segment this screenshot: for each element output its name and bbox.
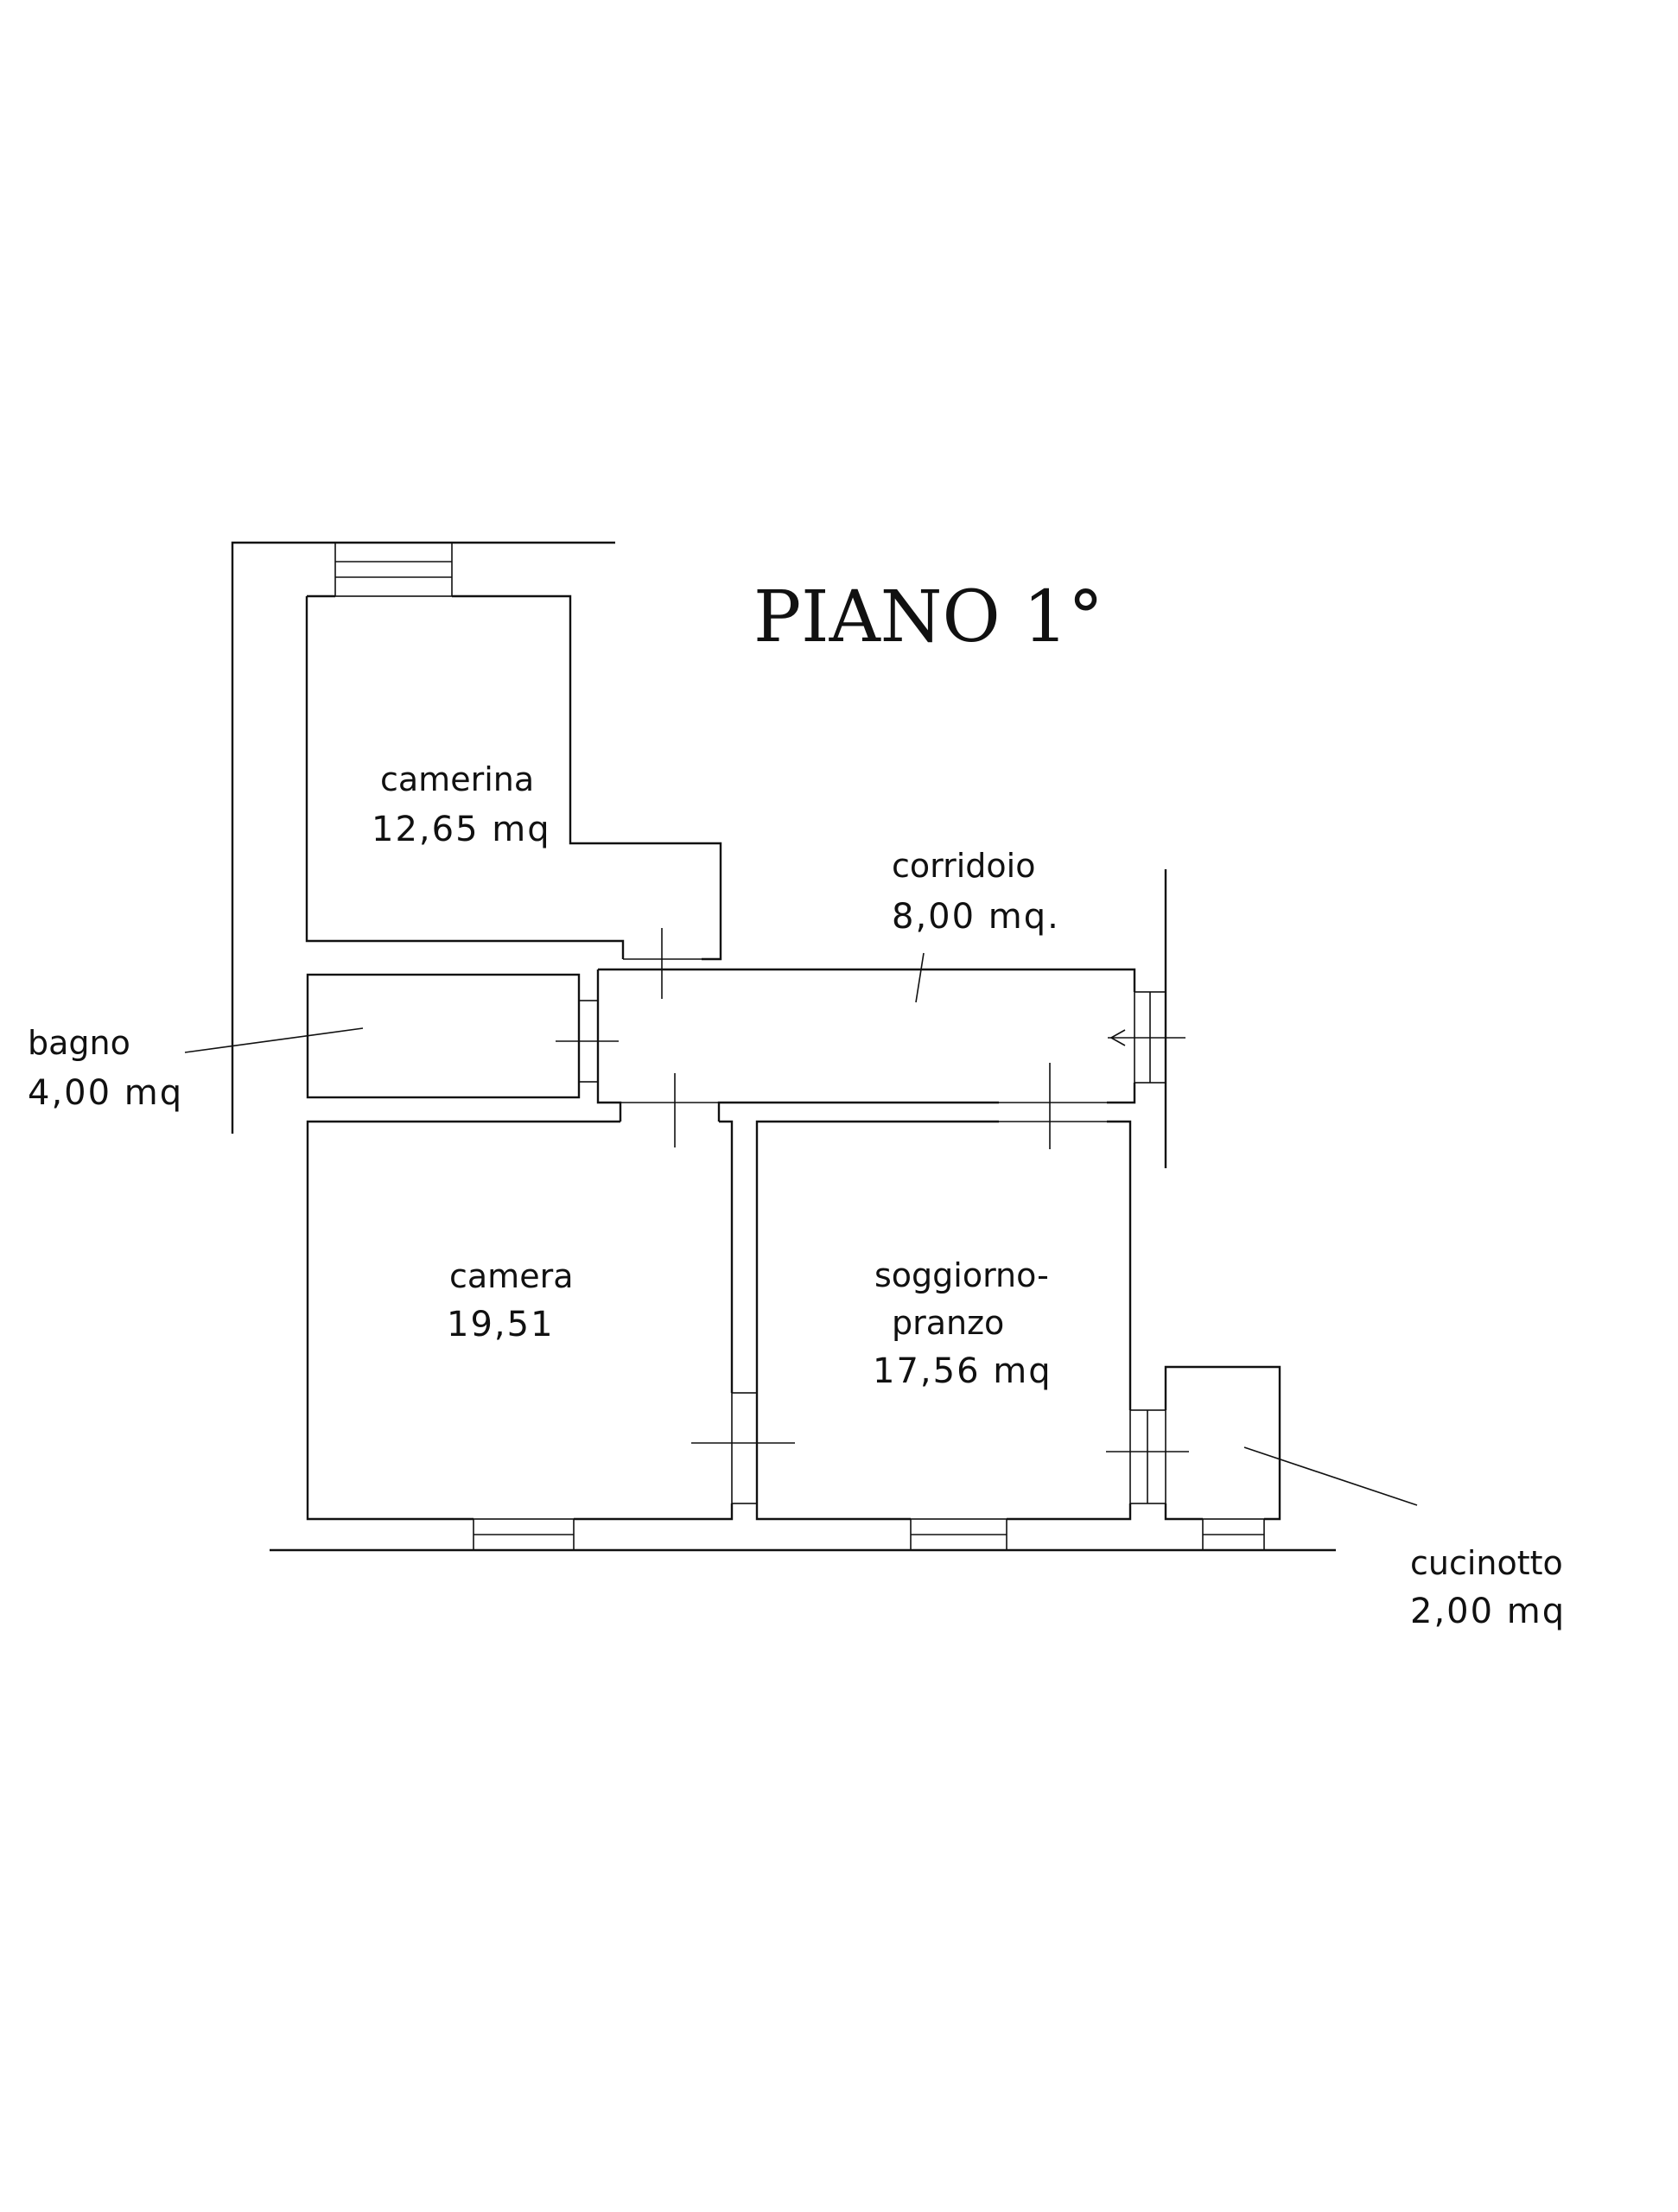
cucinotto-area: 2,00 mq	[1410, 1592, 1566, 1631]
corridoio-area: 8,00 mq.	[892, 897, 1060, 937]
door-bagno	[556, 1000, 619, 1083]
room-camera: camera 19,51	[306, 1073, 734, 1551]
camerina-area: 12,65 mq	[372, 810, 551, 849]
room-soggiorno-pranzo: soggiorno- pranzo 17,56 mq	[691, 1063, 1132, 1551]
plan-title: PIANO 1°	[753, 576, 1103, 658]
door-camera-soggiorno	[691, 1392, 795, 1504]
corridoio-name: corridoio	[892, 847, 1035, 885]
cucinotto-name: cucinotto	[1410, 1544, 1563, 1582]
camerina-name: camerina	[380, 760, 534, 798]
entry-door	[1108, 991, 1185, 1084]
soggiorno-name: soggiorno-	[874, 1256, 1049, 1294]
outer-walls	[231, 541, 1336, 1552]
soggiorno-name-2: pranzo	[892, 1304, 1004, 1342]
bagno-area: 4,00 mq	[28, 1073, 183, 1113]
door-camerina	[623, 928, 702, 999]
window-camera	[473, 1518, 575, 1551]
window-camerina	[334, 542, 453, 597]
camera-area: 19,51	[447, 1305, 555, 1344]
window-soggiorno	[910, 1518, 1007, 1551]
camera-name: camera	[449, 1257, 573, 1295]
entry-arrow-icon	[1110, 1029, 1126, 1046]
room-cucinotto: cucinotto 2,00 mq	[1106, 1365, 1566, 1631]
door-soggiorno	[999, 1063, 1107, 1149]
room-bagno: bagno 4,00 mq	[28, 973, 619, 1113]
soggiorno-area: 17,56 mq	[873, 1351, 1052, 1391]
door-cucinotto	[1106, 1409, 1189, 1504]
door-camera	[620, 1073, 719, 1147]
room-corridoio: corridoio 8,00 mq.	[596, 847, 1185, 1122]
bagno-name: bagno	[28, 1024, 130, 1062]
room-camerina: camerina 12,65 mq	[305, 542, 722, 999]
window-cucinotto	[1202, 1518, 1265, 1551]
